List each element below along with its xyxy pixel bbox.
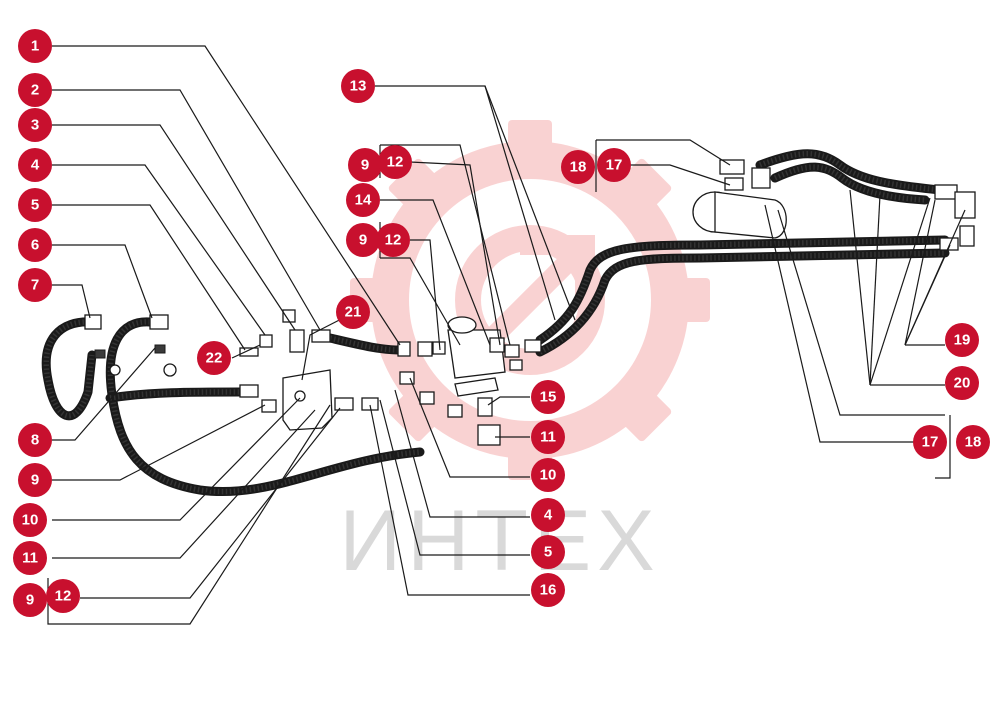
callout-7: 7 — [18, 268, 52, 302]
svg-text:16: 16 — [540, 582, 557, 599]
svg-text:5: 5 — [31, 197, 39, 214]
callout-9-mid: 9 — [346, 223, 380, 257]
callout-17-top: 17 — [597, 148, 631, 182]
callout-14: 14 — [346, 183, 380, 217]
svg-text:4: 4 — [31, 157, 40, 174]
svg-text:11: 11 — [22, 550, 38, 567]
svg-text:22: 22 — [206, 350, 223, 367]
svg-text:12: 12 — [387, 154, 404, 171]
callout-18-bottom: 18 — [956, 425, 990, 459]
svg-text:9: 9 — [31, 472, 39, 489]
svg-text:10: 10 — [22, 512, 39, 529]
svg-text:10: 10 — [540, 467, 557, 484]
svg-text:11: 11 — [540, 429, 556, 446]
callout-12-mid: 12 — [376, 223, 410, 257]
svg-text:19: 19 — [954, 332, 971, 349]
callout-12-top: 12 — [378, 145, 412, 179]
svg-text:4: 4 — [544, 507, 553, 524]
svg-text:8: 8 — [31, 432, 39, 449]
svg-text:1: 1 — [31, 38, 39, 55]
callouts: 1 2 3 4 5 6 7 8 9 10 11 9 12 22 21 13 9 … — [13, 29, 990, 617]
callout-12-bottom: 12 — [46, 579, 80, 613]
svg-text:17: 17 — [922, 434, 939, 451]
callout-4-right: 4 — [531, 498, 565, 532]
svg-text:3: 3 — [31, 117, 39, 134]
callout-18-top: 18 — [561, 150, 595, 184]
svg-text:18: 18 — [570, 159, 587, 176]
callout-10-right: 10 — [531, 458, 565, 492]
svg-text:7: 7 — [31, 277, 39, 294]
fittings — [84, 159, 976, 446]
callout-9: 9 — [18, 463, 52, 497]
callout-22: 22 — [197, 341, 231, 375]
callout-5: 5 — [18, 188, 52, 222]
callout-11: 11 — [13, 541, 47, 575]
svg-text:9: 9 — [359, 232, 367, 249]
svg-text:12: 12 — [385, 232, 402, 249]
callout-11-right: 11 — [531, 420, 565, 454]
callout-9-top: 9 — [348, 148, 382, 182]
callout-4: 4 — [18, 148, 52, 182]
callout-15: 15 — [531, 380, 565, 414]
callout-19: 19 — [945, 323, 979, 357]
svg-text:9: 9 — [26, 592, 34, 609]
svg-text:2: 2 — [31, 82, 39, 99]
svg-text:14: 14 — [355, 192, 372, 209]
callout-21: 21 — [336, 295, 370, 329]
hoses — [41, 149, 950, 497]
svg-text:18: 18 — [965, 434, 982, 451]
svg-text:12: 12 — [55, 588, 72, 605]
svg-text:5: 5 — [544, 544, 552, 561]
callout-6: 6 — [18, 228, 52, 262]
svg-text:21: 21 — [345, 304, 362, 321]
svg-text:13: 13 — [350, 78, 367, 95]
leader-lines — [47, 45, 966, 625]
watermark-text: ИНТЕХ — [339, 493, 660, 589]
callout-8: 8 — [18, 423, 52, 457]
svg-text:6: 6 — [31, 237, 39, 254]
callout-3: 3 — [18, 108, 52, 142]
callout-2: 2 — [18, 73, 52, 107]
callout-10: 10 — [13, 503, 47, 537]
callout-5-right: 5 — [531, 535, 565, 569]
svg-text:9: 9 — [361, 157, 369, 174]
callout-17-bottom: 17 — [913, 425, 947, 459]
callout-16: 16 — [531, 573, 565, 607]
callout-1: 1 — [18, 29, 52, 63]
svg-text:17: 17 — [606, 157, 623, 174]
callout-9-bottom: 9 — [13, 583, 47, 617]
callout-20: 20 — [945, 366, 979, 400]
svg-text:20: 20 — [954, 375, 971, 392]
svg-text:15: 15 — [540, 389, 557, 406]
callout-13: 13 — [341, 69, 375, 103]
